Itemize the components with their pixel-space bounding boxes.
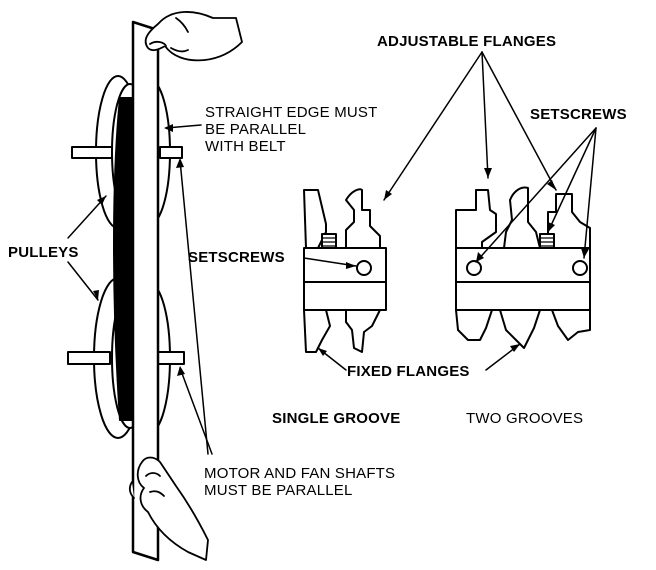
leader-arrowheads-left <box>93 124 185 376</box>
setscrews-top-label: SETSCREWS <box>530 106 627 123</box>
straight-edge-line-1: STRAIGHT EDGE MUST <box>205 104 378 121</box>
straight-edge <box>131 20 160 562</box>
straight-edge-line-3: WITH BELT <box>205 138 286 155</box>
straight-edge-line-2: BE PARALLEL <box>205 121 307 138</box>
two-groove-pulley <box>455 186 591 349</box>
shafts-label: MOTOR AND FAN SHAFTS MUST BE PARALLEL <box>204 465 395 499</box>
two-grooves-label: TWO GROOVES <box>466 410 584 427</box>
pulleys-label: PULLEYS <box>8 244 79 261</box>
shafts-line-2: MUST BE PARALLEL <box>204 482 353 499</box>
fixed-flanges-label: FIXED FLANGES <box>347 363 470 380</box>
adjustable-flanges-label: ADJUSTABLE FLANGES <box>377 33 557 50</box>
single-groove-pulley <box>303 188 387 353</box>
upper-shaft <box>71 146 183 159</box>
leader-lines-left <box>67 124 213 455</box>
upper-hand <box>144 11 243 62</box>
shafts-line-1: MOTOR AND FAN SHAFTS <box>204 465 396 482</box>
single-groove-label: SINGLE GROOVE <box>272 410 401 427</box>
belt <box>113 97 135 421</box>
leader-arrowheads-right <box>318 168 589 356</box>
lower-hand <box>128 456 209 561</box>
setscrews-left-label: SETSCREWS <box>188 249 285 266</box>
straight-edge-label: STRAIGHT EDGE MUST BE PARALLEL WITH BELT <box>205 104 378 155</box>
